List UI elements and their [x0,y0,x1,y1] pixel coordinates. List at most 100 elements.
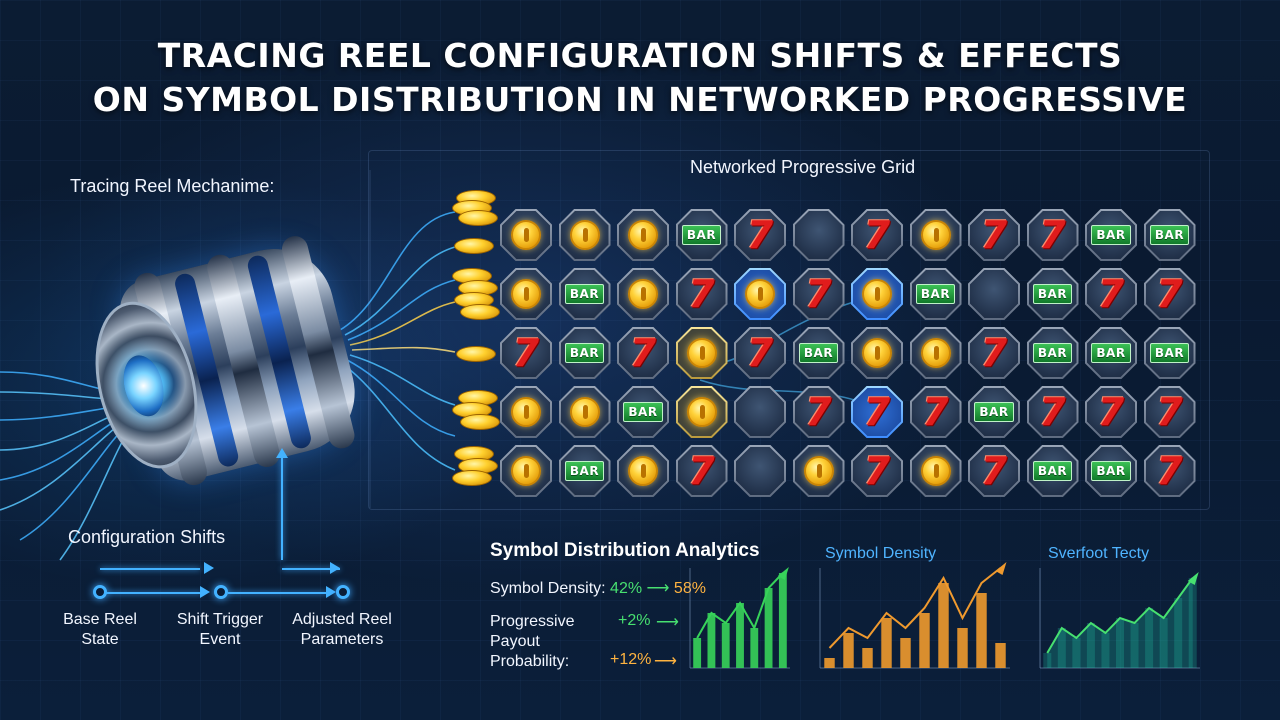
title-line-2: ON SYMBOL DISTRIBUTION IN NETWORKED PROG… [92,80,1188,119]
grid-cell [500,386,552,438]
flow-connector [100,568,200,570]
chart-bar [976,593,987,668]
grid-cell-inner [970,270,1018,318]
grid-cell: 7 [675,268,728,320]
seven-symbol: 7 [980,331,1008,375]
seven-symbol: 7 [746,213,774,257]
grid-cell: 7 [1143,386,1196,438]
seven-symbol: 7 [805,272,832,316]
grid-cell [909,209,962,261]
grid-cell-inner: 7 [1028,388,1077,436]
grid-cell-inner: BAR [560,447,609,495]
density-from: 42% [610,580,643,597]
grid-cell-inner: BAR [1087,329,1135,377]
density-metric: Symbol Density: 42% ⟶ 58% [490,578,706,598]
grid-cell: 7 [1026,386,1079,438]
grid-cell: BAR [558,445,611,497]
chart-bar [707,613,716,668]
grid-cell-inner: BAR [1028,329,1077,377]
grid-cell: BAR [1026,268,1079,320]
grid-cell-inner: 7 [736,211,784,259]
chart-bar [1057,628,1066,668]
coin-icon [686,338,717,368]
bar-symbol: BAR [564,284,605,304]
grid-cell-inner: 7 [502,329,550,377]
grid-cell: 7 [675,445,728,497]
grid-cell-inner: BAR [1145,211,1194,259]
grid-cell-inner [853,329,901,377]
grid-cell-inner: BAR [794,329,843,377]
grid-cell: 7 [1143,268,1196,320]
grid-cell [500,209,552,261]
grid-cell: 7 [734,209,786,261]
grid-cell-inner: 7 [619,329,667,377]
bar-symbol: BAR [1032,343,1073,363]
grid-cell-inner [619,270,667,318]
payout-metric-label: Progressive Payout Probability: [490,612,574,672]
seven-symbol: 7 [805,390,832,434]
grid-cell-inner [794,211,843,259]
grid-cell: 7 [968,327,1020,379]
grid-cell: 7 [792,268,845,320]
grid-cell: 7 [617,327,669,379]
chart-trend-line [828,567,1002,649]
coin-icon [862,279,892,309]
grid-cell-inner: 7 [1087,270,1135,318]
chart-bar [881,618,892,668]
arrow-right-icon [330,562,340,574]
chart-bar [919,613,930,668]
chart-area [1047,578,1193,668]
grid-cell-inner: 7 [1145,388,1194,436]
grid-cell-inner: BAR [677,211,726,259]
grid-cell [617,268,669,320]
bar-symbol: BAR [798,343,839,363]
seven-symbol: 7 [863,449,891,493]
grid-cell-inner: 7 [1028,211,1077,259]
grid-cell: 7 [851,445,903,497]
grid-cell-inner [736,447,784,495]
chart-bar [778,573,787,668]
chart-bar [1116,618,1124,668]
flow-step-label: State [81,631,119,648]
progressive-grid-panel [368,150,1210,510]
chart-bar [721,623,730,668]
payout-label: Payout [490,633,540,650]
chart-bar [900,638,911,668]
coin-icon [745,279,775,309]
grid-cell [734,445,786,497]
grid-cell-inner [619,447,667,495]
grid-cell-inner: BAR [1145,329,1194,377]
grid-cell [968,268,1020,320]
grid-cell [617,209,669,261]
flow-step-label: Shift Trigger [176,611,264,628]
grid-cell-inner: BAR [619,388,667,436]
grid-cell-inner [502,447,550,495]
grid-cell: 7 [968,209,1020,261]
grid-cell-inner [677,329,726,377]
coin-icon [569,220,600,250]
flow-step-base: Base Reel State [40,610,160,650]
grid-cell-inner [853,270,901,318]
grid-cell [675,327,728,379]
trend-arrow-icon [777,567,789,580]
grid-cell-inner [560,211,609,259]
seven-symbol: 7 [512,331,540,375]
coin-icon [862,338,892,368]
grid-cell [558,209,611,261]
grid-cell-inner: 7 [1087,388,1135,436]
grid-cell [558,386,611,438]
payout-label: Progressive [490,613,575,630]
grid-cell [734,268,786,320]
chart-bar [938,583,949,668]
chart-bar [957,628,968,668]
grid-cell-inner: BAR [911,270,960,318]
coin-icon [569,397,600,427]
chart-bar [1188,578,1197,668]
seven-symbol: 7 [1039,390,1066,434]
grid-cell [909,445,962,497]
grid-cell-inner: 7 [853,388,901,436]
grid-cell: BAR [909,268,962,320]
grid-cell [734,386,786,438]
coin-icon [920,338,951,368]
density-label: Symbol Density: [490,580,606,597]
